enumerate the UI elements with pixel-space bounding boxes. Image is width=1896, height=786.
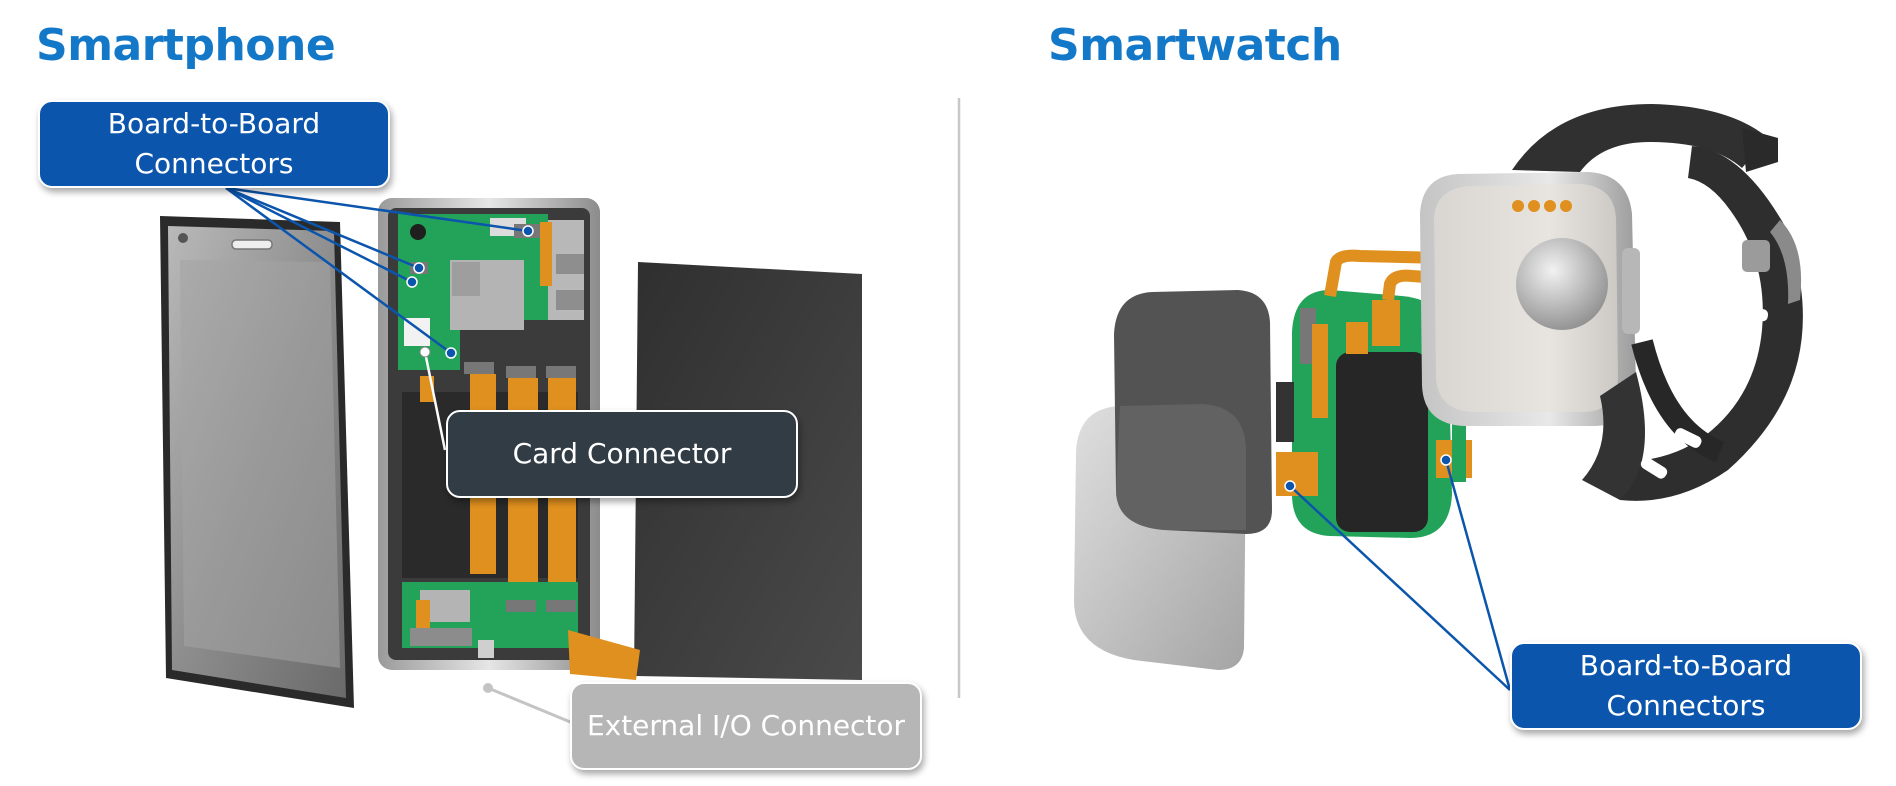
smartwatch-heading: Smartwatch [1048, 20, 1342, 71]
phone-b2b-callout-line2: Connectors [134, 147, 294, 180]
watch-b2b-leader-dots [1284, 454, 1452, 492]
watch-main-pcb [1276, 290, 1472, 538]
external-io-callout: External I/O Connector [570, 682, 922, 770]
smartphone-heading: Smartphone [36, 20, 336, 71]
card-connector-callout: Card Connector [446, 410, 798, 498]
phone-b2b-callout-line1: Board-to-Board [107, 107, 321, 140]
card-connector-leader [419, 346, 447, 451]
card-connector-label: Card Connector [512, 437, 732, 470]
external-io-leader [483, 683, 581, 728]
phone-b2b-callout: Board-to-Board Connectors [38, 100, 390, 188]
watch-display-module [1114, 290, 1272, 534]
watch-b2b-leader-lines [1289, 459, 1512, 691]
phone-b2b-leader-dots [406, 225, 534, 359]
watch-b2b-callout-line1: Board-to-Board [1579, 649, 1793, 682]
phone-b2b-leader-lines [225, 186, 529, 355]
watch-b2b-callout: Board-to-Board Connectors [1510, 642, 1862, 730]
external-io-label: External I/O Connector [586, 709, 906, 742]
watch-b2b-callout-line2: Connectors [1606, 689, 1766, 722]
watch-case [1420, 172, 1640, 426]
phone-display-glass [160, 216, 354, 708]
watch-strap [1512, 104, 1803, 501]
